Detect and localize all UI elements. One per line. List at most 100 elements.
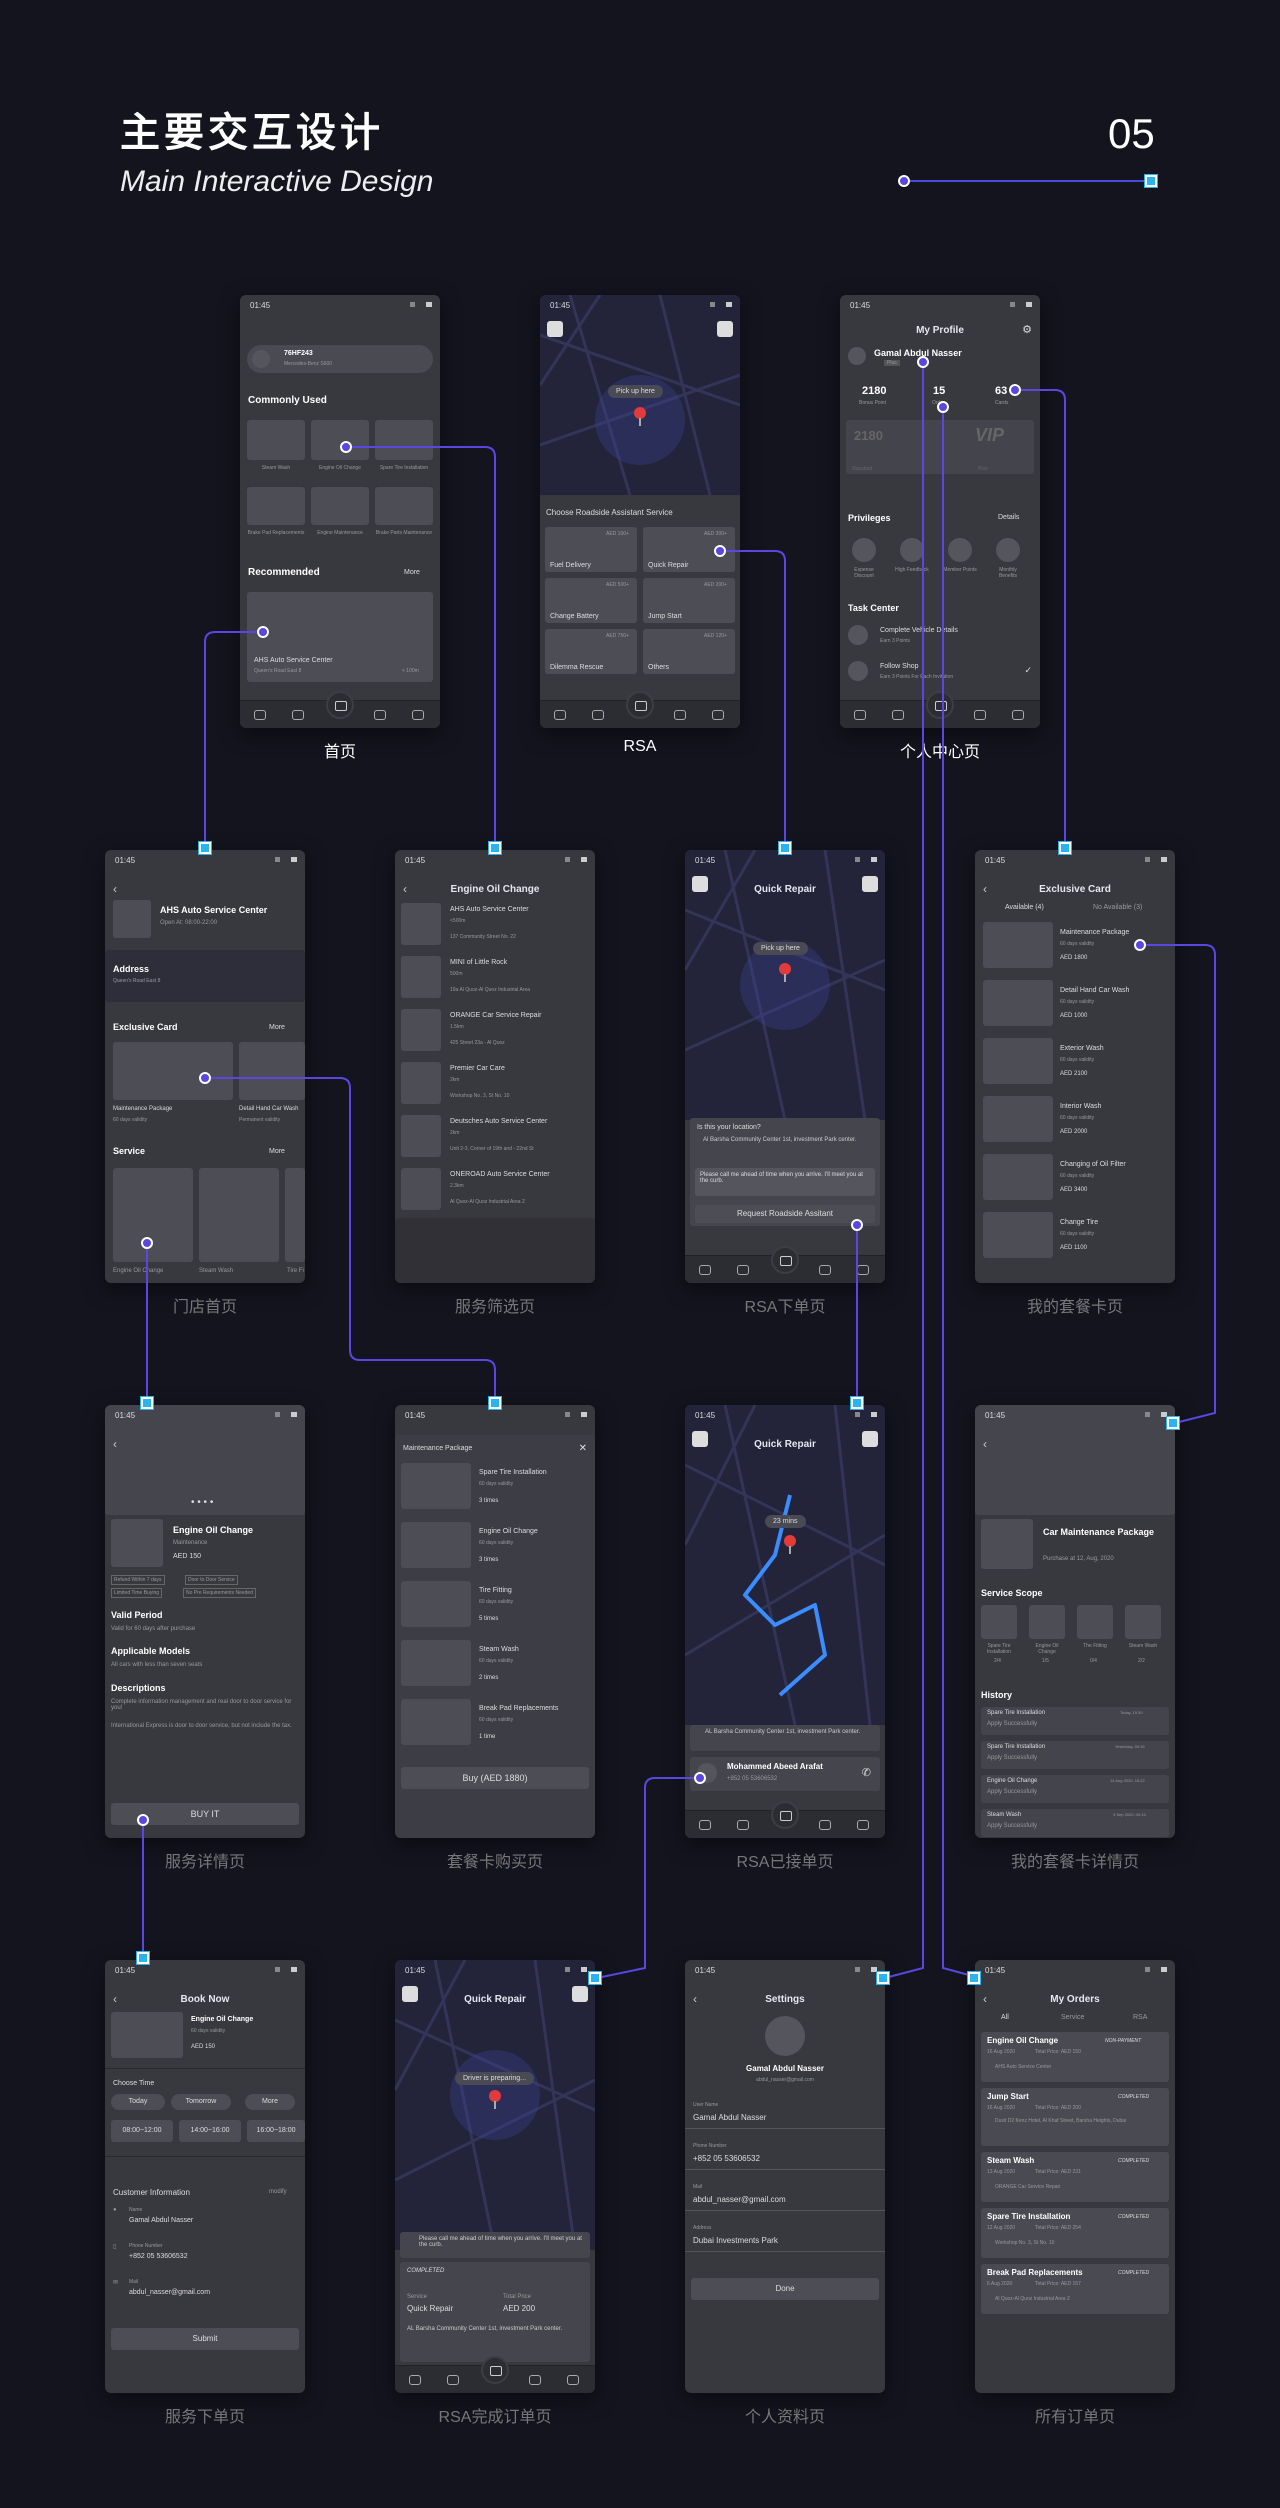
menu-icon[interactable]: [402, 1986, 418, 2002]
service-tile[interactable]: [375, 487, 433, 525]
time-slot[interactable]: 14:00~16:00: [179, 2120, 241, 2142]
back-icon[interactable]: ‹: [693, 1992, 697, 2006]
locate-icon[interactable]: [572, 1986, 588, 2002]
service-tile[interactable]: [199, 1168, 279, 1262]
day-chip[interactable]: Today: [111, 2094, 165, 2110]
mail-field[interactable]: abdul_nasser@gmail.com: [693, 2195, 786, 2204]
gear-icon[interactable]: ⚙: [1022, 324, 1032, 336]
service-tile[interactable]: [247, 420, 305, 460]
locate-icon[interactable]: [717, 321, 733, 337]
car-card[interactable]: [247, 345, 433, 373]
phone-icon[interactable]: ✆: [861, 1767, 871, 1779]
store-name[interactable]: AHS Auto Service Center: [450, 906, 529, 913]
scan-button[interactable]: [626, 691, 654, 719]
card-name[interactable]: Maintenance Package: [1060, 929, 1130, 936]
privilege-icon[interactable]: [900, 538, 924, 562]
menu-icon[interactable]: [692, 876, 708, 892]
back-icon[interactable]: ‹: [983, 1437, 987, 1451]
rsa-option[interactable]: [545, 629, 637, 674]
tab-rsa[interactable]: RSA: [1133, 2014, 1148, 2021]
more-link[interactable]: More: [269, 1024, 285, 1031]
buy-button[interactable]: BUY IT: [111, 1803, 299, 1825]
request-button[interactable]: Request Roadside Assitant: [695, 1205, 875, 1223]
modify-link[interactable]: modify: [269, 2189, 287, 2195]
day-chip[interactable]: More: [245, 2094, 295, 2110]
tab-all[interactable]: All: [1001, 2014, 1009, 2021]
card-name: Car Maintenance Package: [1043, 1527, 1155, 1537]
privilege-label: Expense Discount: [854, 567, 874, 579]
order-card[interactable]: [981, 2088, 1169, 2146]
privilege-icon[interactable]: [948, 538, 972, 562]
details-link[interactable]: Details: [998, 514, 1020, 521]
back-icon[interactable]: ‹: [113, 1992, 117, 2006]
order-card[interactable]: [981, 2264, 1169, 2314]
done-button[interactable]: Done: [691, 2278, 879, 2300]
rsa-option[interactable]: [643, 578, 735, 623]
note-field[interactable]: [695, 1168, 875, 1196]
service-tile[interactable]: [113, 1168, 193, 1262]
store-map[interactable]: [105, 950, 305, 1002]
locate-icon[interactable]: [862, 876, 878, 892]
store-name[interactable]: MINI of Little Rock: [450, 959, 508, 966]
time-slot[interactable]: 08:00~12:00: [111, 2120, 173, 2142]
card-name[interactable]: Change Tire: [1060, 1219, 1099, 1226]
store-thumb: [401, 903, 441, 945]
menu-icon[interactable]: [547, 321, 563, 337]
day-chip[interactable]: Tomorrow: [171, 2094, 231, 2110]
tab-service[interactable]: Service: [1061, 2014, 1085, 2021]
more-link[interactable]: More: [404, 569, 420, 576]
label-store: 门店首页: [172, 1299, 237, 1316]
close-icon[interactable]: ✕: [578, 1443, 587, 1454]
rsa-option[interactable]: [545, 578, 637, 623]
phone-field[interactable]: +852 05 53606532: [693, 2154, 760, 2163]
back-icon[interactable]: ‹: [403, 882, 407, 896]
more-link[interactable]: More: [269, 1148, 285, 1155]
back-icon[interactable]: ‹: [113, 1437, 117, 1451]
location-address[interactable]: Al Barsha Community Center 1st, investme…: [703, 1137, 857, 1143]
store-name[interactable]: Deutsches Auto Service Center: [450, 1118, 548, 1125]
back-icon[interactable]: ‹: [113, 882, 117, 896]
service-tile[interactable]: [375, 420, 433, 460]
service-tile[interactable]: [311, 487, 369, 525]
scan-button[interactable]: [326, 691, 354, 719]
store-name[interactable]: ORANGE Car Service Repair: [450, 1012, 542, 1019]
submit-button[interactable]: Submit: [111, 2328, 299, 2350]
scan-button[interactable]: [926, 691, 954, 719]
avatar[interactable]: [765, 2016, 805, 2056]
username-field[interactable]: Gamal Abdul Nasser: [693, 2113, 767, 2122]
locate-icon[interactable]: [862, 1431, 878, 1447]
back-icon[interactable]: ‹: [983, 1992, 987, 2006]
service-tile[interactable]: [247, 487, 305, 525]
rsa-option[interactable]: [643, 629, 735, 674]
card-name[interactable]: Interior Wash: [1060, 1103, 1102, 1110]
scan-button[interactable]: [771, 1246, 799, 1274]
service-tile[interactable]: [311, 420, 369, 460]
privilege-icon[interactable]: [996, 538, 1020, 562]
tab-unavailable[interactable]: No Available (3): [1093, 904, 1143, 911]
service-tile[interactable]: [285, 1168, 305, 1262]
scan-button[interactable]: [771, 1801, 799, 1829]
store-name[interactable]: Premier Car Care: [450, 1065, 505, 1072]
menu-icon[interactable]: [692, 1431, 708, 1447]
exclusive-card[interactable]: [113, 1042, 233, 1100]
card-name[interactable]: Exterior Wash: [1060, 1045, 1104, 1052]
address-field[interactable]: Dubai Investments Park: [693, 2236, 778, 2245]
order-card[interactable]: [981, 2208, 1169, 2258]
time-slot[interactable]: 16:00~18:00: [247, 2120, 305, 2142]
rsa-option[interactable]: [545, 527, 637, 572]
card-name[interactable]: Changing of Oil Filter: [1060, 1161, 1126, 1168]
buy-card-button[interactable]: Buy (AED 1880): [401, 1767, 589, 1789]
privilege-icon[interactable]: [852, 538, 876, 562]
order-card[interactable]: [981, 2032, 1169, 2082]
back-icon[interactable]: ‹: [983, 882, 987, 896]
vip-card[interactable]: [846, 420, 1034, 474]
service-title: Service: [113, 1146, 146, 1156]
exclusive-card[interactable]: [239, 1042, 305, 1100]
scan-button[interactable]: [481, 2356, 509, 2384]
store-name[interactable]: ONEROAD Auto Service Center: [450, 1171, 550, 1178]
order-card[interactable]: [981, 2152, 1169, 2202]
tab-available[interactable]: Available (4): [1005, 904, 1044, 911]
map[interactable]: [685, 850, 885, 1120]
card-name[interactable]: Detail Hand Car Wash: [1060, 987, 1130, 994]
map[interactable]: [685, 1405, 885, 1725]
